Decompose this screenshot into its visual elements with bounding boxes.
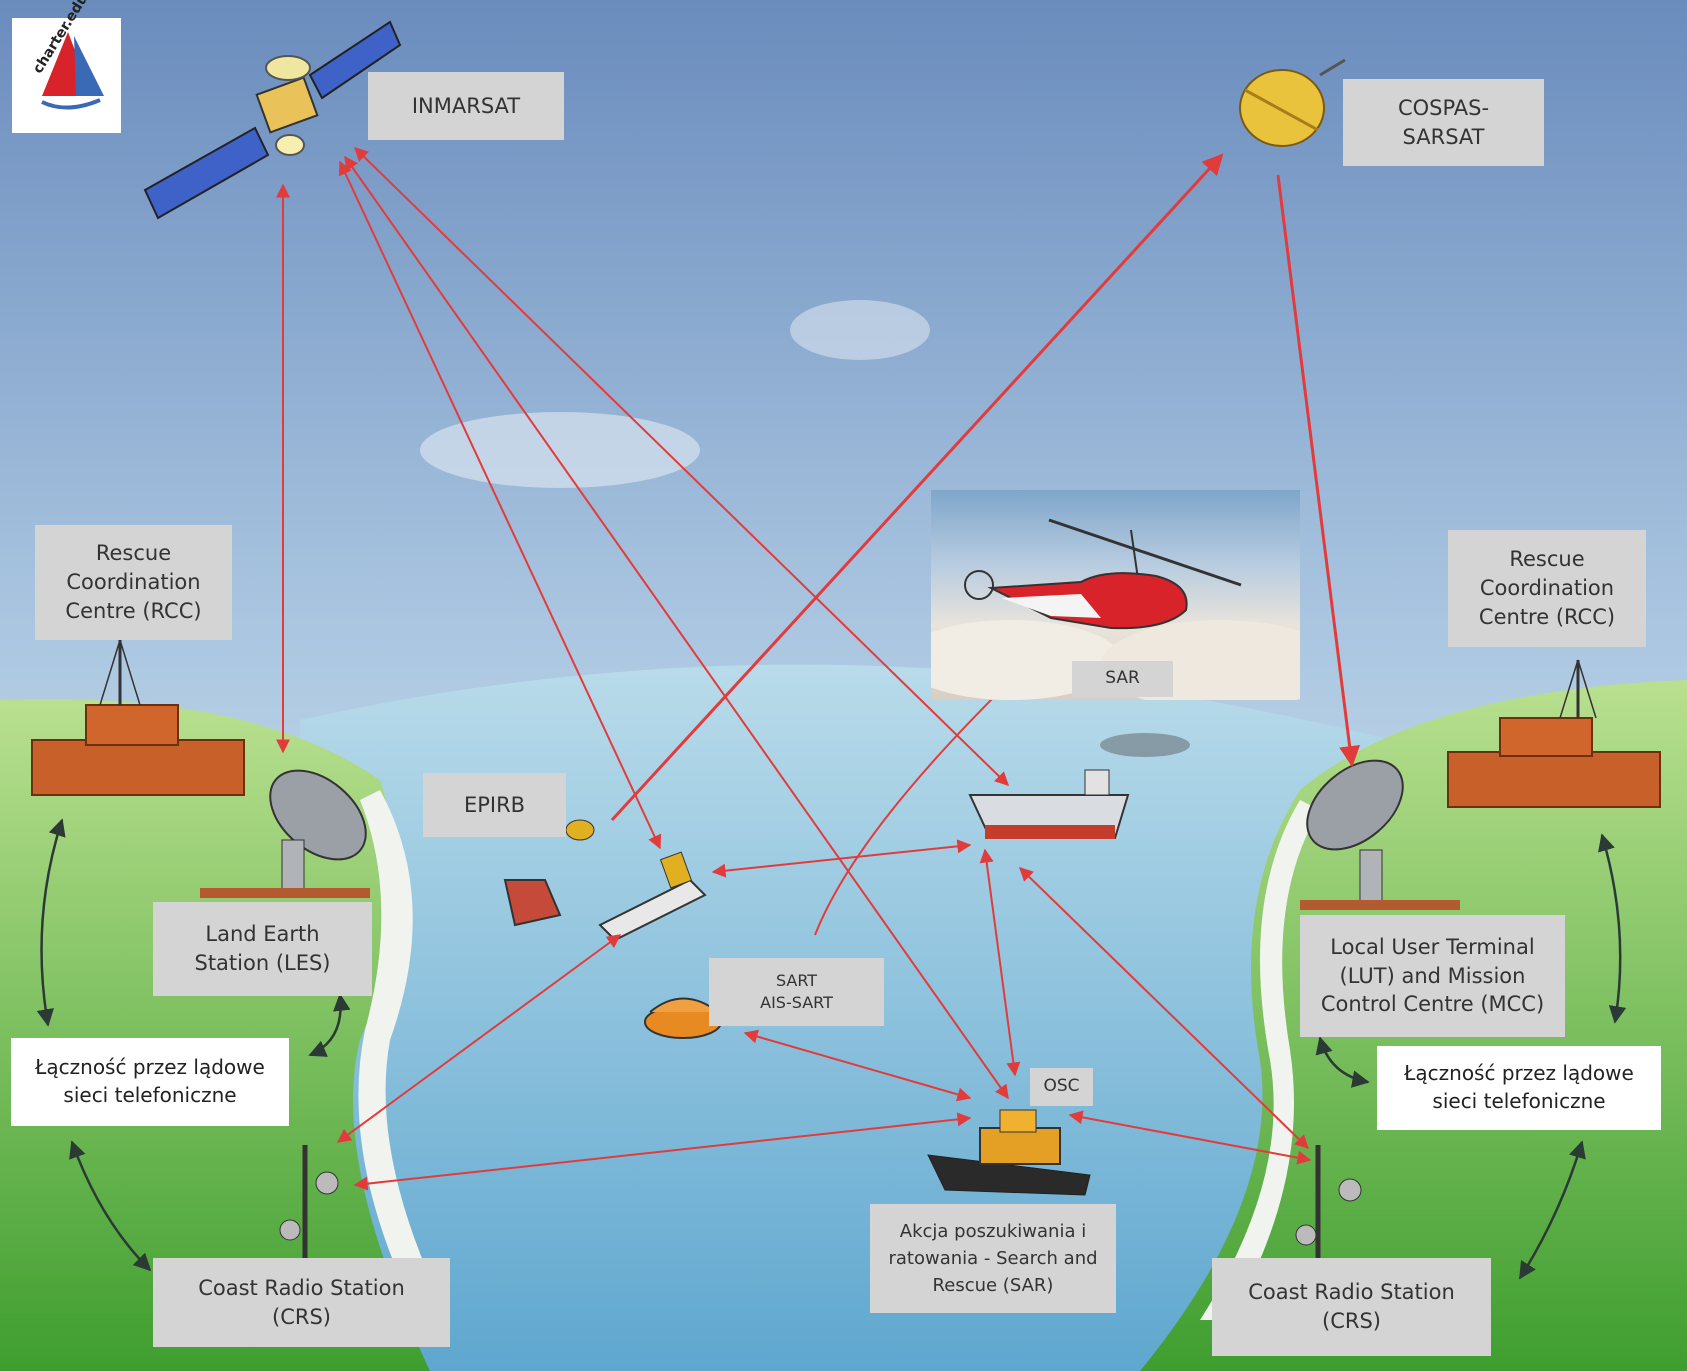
rcc-left-building-icon	[31, 639, 245, 796]
lut-dish-antenna-icon	[1300, 759, 1460, 910]
sail-logo-icon	[41, 32, 104, 110]
arrow-inmarsat-ship	[353, 147, 1010, 786]
inmarsat-satellite-icon	[143, 20, 402, 220]
osc-label: OSC	[1030, 1068, 1093, 1106]
arrow-crs-osc	[353, 1112, 972, 1191]
rcc-right-label: Rescue Coordination Centre (RCC)	[1448, 530, 1646, 647]
epirb-buoy-icon	[565, 819, 595, 841]
cospas-sarsat-label: COSPAS- SARSAT	[1343, 79, 1544, 166]
rcc-right-building-icon	[1447, 659, 1661, 808]
inmarsat-label: INMARSAT	[368, 72, 564, 140]
sart-label: SART AIS-SART	[709, 958, 884, 1026]
les-label: Land Earth Station (LES)	[153, 902, 372, 996]
arrow-epirb-cospas	[610, 153, 1224, 822]
cloud	[790, 300, 930, 360]
crs-left-mast-icon	[279, 1145, 339, 1260]
rcc-left-label: Rescue Coordination Centre (RCC)	[35, 525, 232, 640]
arrow-cospas-lut	[1276, 174, 1361, 768]
arrow-ship-osc	[979, 848, 1021, 1077]
charter-logo[interactable]: charter.edu.pl	[12, 0, 121, 133]
landline-left-label: Łączność przez lądowe sieci telefoniczne	[11, 1038, 289, 1126]
sar-action-label: Akcja poszukiwania i ratowania - Search …	[870, 1204, 1116, 1313]
crs-right-mast-icon	[1295, 1145, 1362, 1260]
sar-helicopter-label: SAR	[1072, 661, 1173, 697]
cospas-satellite-icon	[1239, 58, 1346, 147]
arrow-osc-crs-right	[1068, 1110, 1312, 1165]
right-cliff	[1200, 800, 1320, 1320]
landline-right-label: Łączność przez lądowe sieci telefoniczne	[1377, 1046, 1661, 1130]
arrow-sinking-ship	[711, 839, 972, 878]
cargo-ship-icon	[968, 733, 1190, 839]
arrow-ship-lut	[1018, 867, 1310, 1149]
epirb-label: EPIRB	[423, 773, 566, 837]
arrow-crs-sinking	[336, 934, 622, 1143]
arrow-liferaft-osc	[743, 1029, 972, 1102]
lut-mcc-label: Local User Terminal (LUT) and Mission Co…	[1300, 915, 1565, 1037]
landline-arrows	[36, 818, 1627, 1280]
crs-right-label: Coast Radio Station (CRS)	[1212, 1258, 1491, 1356]
crs-left-label: Coast Radio Station (CRS)	[153, 1258, 450, 1347]
